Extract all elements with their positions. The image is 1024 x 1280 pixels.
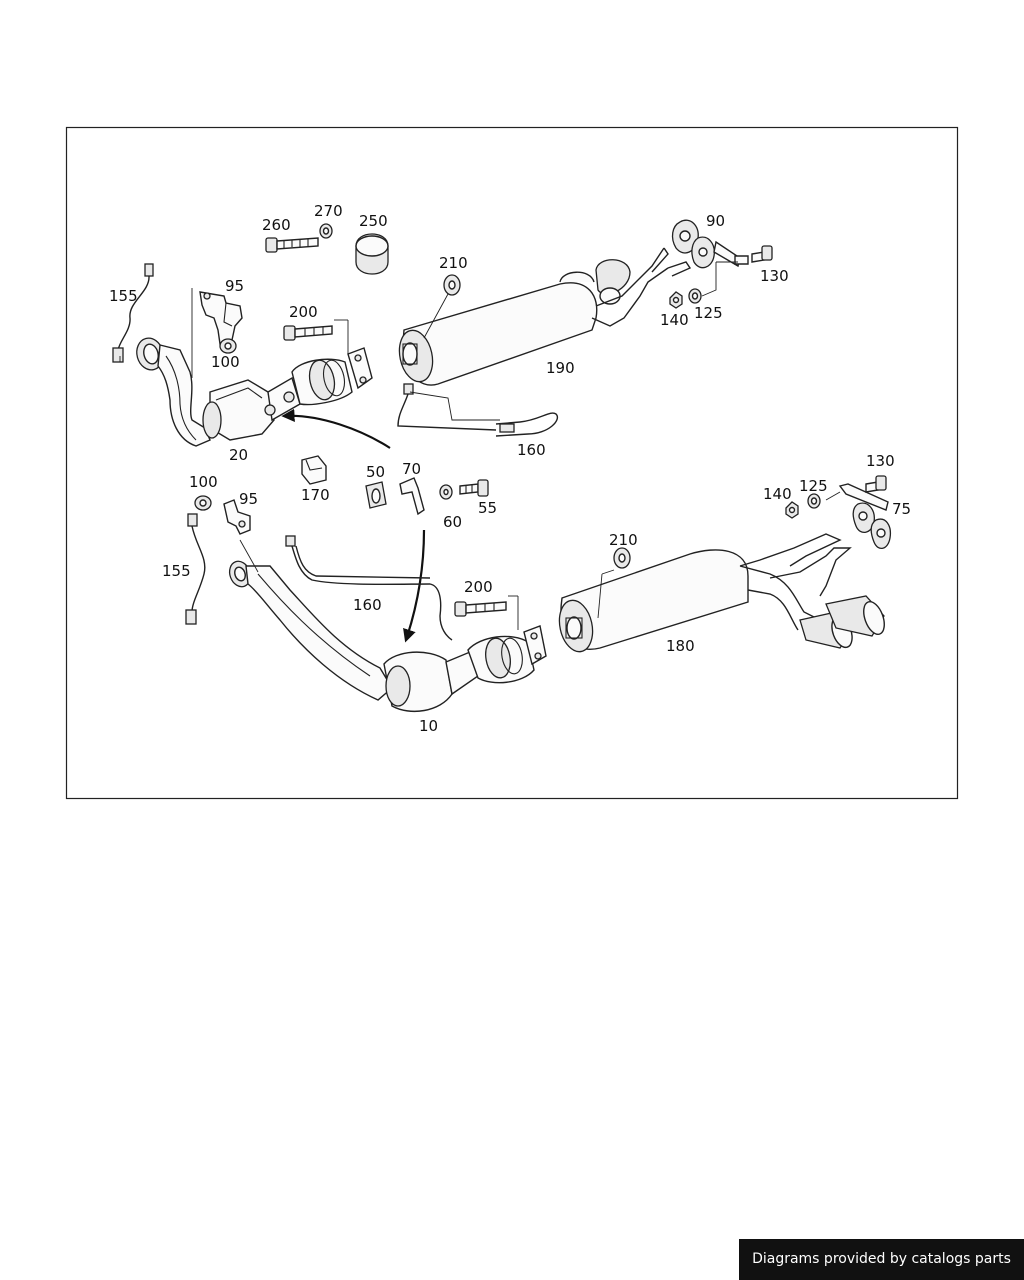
diagram-frame bbox=[65, 126, 959, 800]
leader-lines bbox=[119, 261, 841, 630]
label-260: 260 bbox=[262, 216, 291, 234]
part-130-bolt-lower bbox=[865, 475, 887, 493]
label-20: 20 bbox=[229, 446, 248, 464]
part-180-front-muffler bbox=[558, 533, 885, 653]
label-130-lower: 130 bbox=[866, 452, 895, 470]
part-250-cap bbox=[355, 233, 389, 275]
label-210-lower: 210 bbox=[609, 531, 638, 549]
part-270-nut bbox=[319, 223, 333, 239]
part-20-catalytic-converter bbox=[136, 337, 373, 447]
part-130-bolt-upper bbox=[751, 245, 773, 263]
part-260-bolt bbox=[265, 237, 319, 253]
part-125-washer-lower bbox=[807, 493, 821, 509]
label-130-upper: 130 bbox=[760, 267, 789, 285]
label-90: 90 bbox=[706, 212, 725, 230]
label-125-lower: 125 bbox=[799, 477, 828, 495]
label-100-lower: 100 bbox=[189, 473, 218, 491]
part-200-bolt-lower bbox=[454, 601, 507, 617]
label-210-upper: 210 bbox=[439, 254, 468, 272]
part-10-catalytic-converter bbox=[228, 560, 547, 713]
routing-arrow-lower bbox=[403, 529, 426, 643]
part-95-bracket-lower bbox=[223, 499, 251, 535]
part-90-hanger bbox=[671, 219, 749, 269]
part-155-oxygen-sensor-upper bbox=[112, 263, 154, 363]
part-210-nut-lower bbox=[613, 547, 631, 569]
part-160-sensor-lead-lower bbox=[285, 535, 453, 641]
part-75-hanger bbox=[838, 483, 892, 549]
label-180: 180 bbox=[666, 637, 695, 655]
label-140-lower: 140 bbox=[763, 485, 792, 503]
label-100-upper: 100 bbox=[211, 353, 240, 371]
part-125-washer-upper bbox=[688, 288, 702, 304]
label-250: 250 bbox=[359, 212, 388, 230]
label-160-lower: 160 bbox=[353, 596, 382, 614]
label-160-upper: 160 bbox=[517, 441, 546, 459]
part-140-nut-lower bbox=[785, 501, 799, 519]
part-55-bolt bbox=[459, 479, 489, 497]
label-10: 10 bbox=[419, 717, 438, 735]
label-95-lower: 95 bbox=[239, 490, 258, 508]
diagram-credit-banner: Diagrams provided by catalogs parts bbox=[739, 1239, 1024, 1280]
part-95-bracket-upper bbox=[199, 291, 243, 345]
part-60-washer bbox=[439, 484, 453, 500]
label-55: 55 bbox=[478, 499, 497, 517]
part-100-nut-upper bbox=[219, 338, 237, 354]
label-75: 75 bbox=[892, 500, 911, 518]
part-160-sensor-lead-upper bbox=[397, 383, 559, 437]
part-190-rear-muffler bbox=[398, 247, 692, 386]
label-155-lower: 155 bbox=[162, 562, 191, 580]
part-210-nut-upper bbox=[443, 274, 461, 296]
part-140-nut-upper bbox=[669, 291, 683, 309]
part-170-clamp bbox=[301, 455, 327, 485]
label-270: 270 bbox=[314, 202, 343, 220]
label-200-lower: 200 bbox=[464, 578, 493, 596]
label-125-upper: 125 bbox=[694, 304, 723, 322]
label-140-upper: 140 bbox=[660, 311, 689, 329]
label-200-upper: 200 bbox=[289, 303, 318, 321]
label-95-upper: 95 bbox=[225, 277, 244, 295]
part-100-nut-lower bbox=[194, 495, 212, 511]
label-190: 190 bbox=[546, 359, 575, 377]
label-60: 60 bbox=[443, 513, 462, 531]
label-170: 170 bbox=[301, 486, 330, 504]
part-50-rubber-mount bbox=[365, 481, 387, 509]
label-70: 70 bbox=[402, 460, 421, 478]
part-70-bracket bbox=[399, 477, 425, 516]
label-155-upper: 155 bbox=[109, 287, 138, 305]
label-50: 50 bbox=[366, 463, 385, 481]
part-155-oxygen-sensor-lower bbox=[185, 513, 206, 625]
part-200-bolt-upper bbox=[283, 325, 333, 341]
routing-arrow-upper bbox=[281, 408, 391, 449]
